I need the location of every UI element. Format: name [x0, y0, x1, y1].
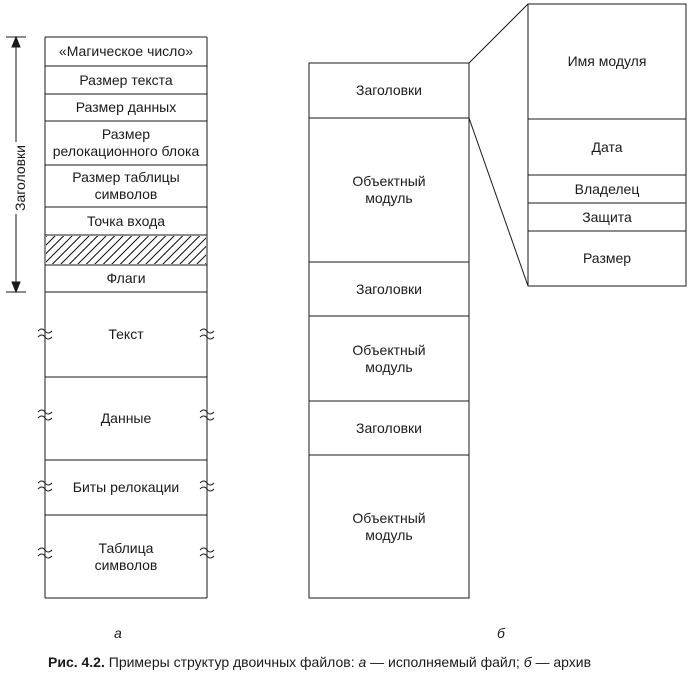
b-cell-object-module-1: Объектный модуль [352, 173, 426, 206]
zoom-line-top [468, 3, 529, 64]
figure-caption: Рис. 4.2. Примеры структур двоичных файл… [48, 654, 591, 670]
sublabel-a: а [114, 625, 122, 641]
detail-owner: Владелец [574, 180, 640, 197]
caption-b-letter: б [523, 654, 532, 670]
cell-relocation-bits: Биты релокации [72, 479, 180, 495]
cell-symbol-table: Таблица символов [94, 539, 158, 573]
cell-magic-number: «Магическое число» [58, 43, 194, 59]
zoom-line-bottom [468, 117, 529, 287]
cell-entry-point: Точка входа [86, 212, 166, 229]
sublabel-b: б [497, 625, 505, 641]
caption-a-letter: а [358, 654, 367, 670]
cell-symbol-table-size: Размер таблицы символов [72, 169, 180, 202]
cell-flags: Флаги [106, 270, 146, 286]
detail-date: Дата [591, 138, 623, 155]
b-cell-headers-1: Заголовки [355, 82, 422, 98]
b-detail-border [527, 3, 687, 287]
b-cell-object-module-2: Объектный модуль [352, 341, 426, 375]
caption-prefix: Рис. 4.2. [48, 654, 105, 670]
b-cell-object-module-3: Объектный модуль [352, 509, 426, 543]
break-marks [37, 328, 215, 559]
cell-relocation-size: Размер релокационного блока [52, 126, 200, 159]
caption-b-text: — архив [531, 654, 592, 670]
detail-module-name: Имя модуля [567, 53, 647, 69]
caption-text: Примеры структур двоичных файлов: [104, 654, 359, 670]
detail-size: Размер [582, 250, 632, 266]
b-cell-headers-3: Заголовки [355, 419, 422, 436]
headers-side-label: Заголовки [12, 141, 29, 215]
cell-hatched-reserved [46, 236, 206, 264]
b-outer-border [308, 62, 470, 599]
caption-a-text: — исполняемый файл; [366, 654, 524, 670]
cell-data-size: Размер данных [75, 99, 177, 115]
detail-protection: Защита [582, 208, 632, 225]
cell-text-size: Размер текста [79, 71, 173, 88]
cell-data: Данные [100, 410, 152, 426]
cell-text: Текст [108, 326, 144, 342]
b-cell-headers-2: Заголовки [355, 280, 422, 297]
